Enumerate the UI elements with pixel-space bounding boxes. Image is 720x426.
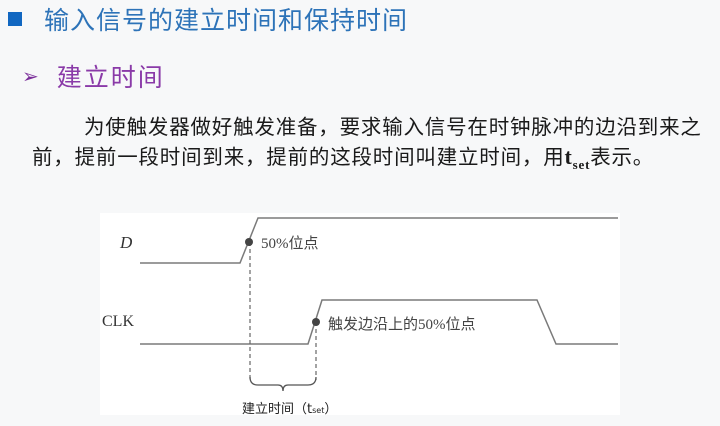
- clk-point-annotation: 触发边沿上的50%位点: [328, 317, 476, 333]
- d-waveform: [140, 217, 618, 264]
- paragraph-text: 为使触发器做好触发准备，要求输入信号在时钟脉冲的边沿到来之前，提前一段时间到来，…: [32, 115, 702, 169]
- setup-time-label: 建立时间（tset）: [242, 398, 337, 417]
- setup-interval-brace: [249, 376, 317, 392]
- arrow-bullet-icon: ➢: [22, 64, 39, 88]
- setup-time-label-close: ）: [324, 402, 338, 417]
- tset-symbol: t: [564, 144, 573, 169]
- setup-time-label-text: 建立时间（t: [242, 402, 313, 417]
- section-heading: 输入信号的建立时间和保持时间: [8, 4, 409, 35]
- d-point-annotation: 50%位点: [261, 236, 319, 252]
- d-signal-label: D: [120, 233, 133, 252]
- subheading-title: 建立时间: [56, 63, 165, 92]
- clk-50-percent-dot: [312, 318, 320, 326]
- tset-subscript: set: [572, 157, 591, 172]
- clk-waveform: [140, 299, 618, 345]
- paragraph-tail: 表示。: [590, 145, 655, 169]
- setup-time-label-subscript: set: [312, 406, 325, 415]
- square-bullet-icon: [8, 12, 22, 26]
- d-50-percent-dot: [245, 238, 253, 246]
- clk-signal-label: CLK: [102, 313, 134, 330]
- timing-waveforms: [140, 217, 618, 392]
- subsection-heading: ➢ 建立时间: [22, 60, 165, 92]
- setup-time-timing-diagram: D CLK 50%位点 触发边沿上的50%位点 建立时间（tset）: [100, 213, 620, 417]
- heading-title: 输入信号的建立时间和保持时间: [44, 6, 409, 35]
- definition-paragraph: 为使触发器做好触发准备，要求输入信号在时钟脉冲的边沿到来之前，提前一段时间到来，…: [32, 112, 708, 180]
